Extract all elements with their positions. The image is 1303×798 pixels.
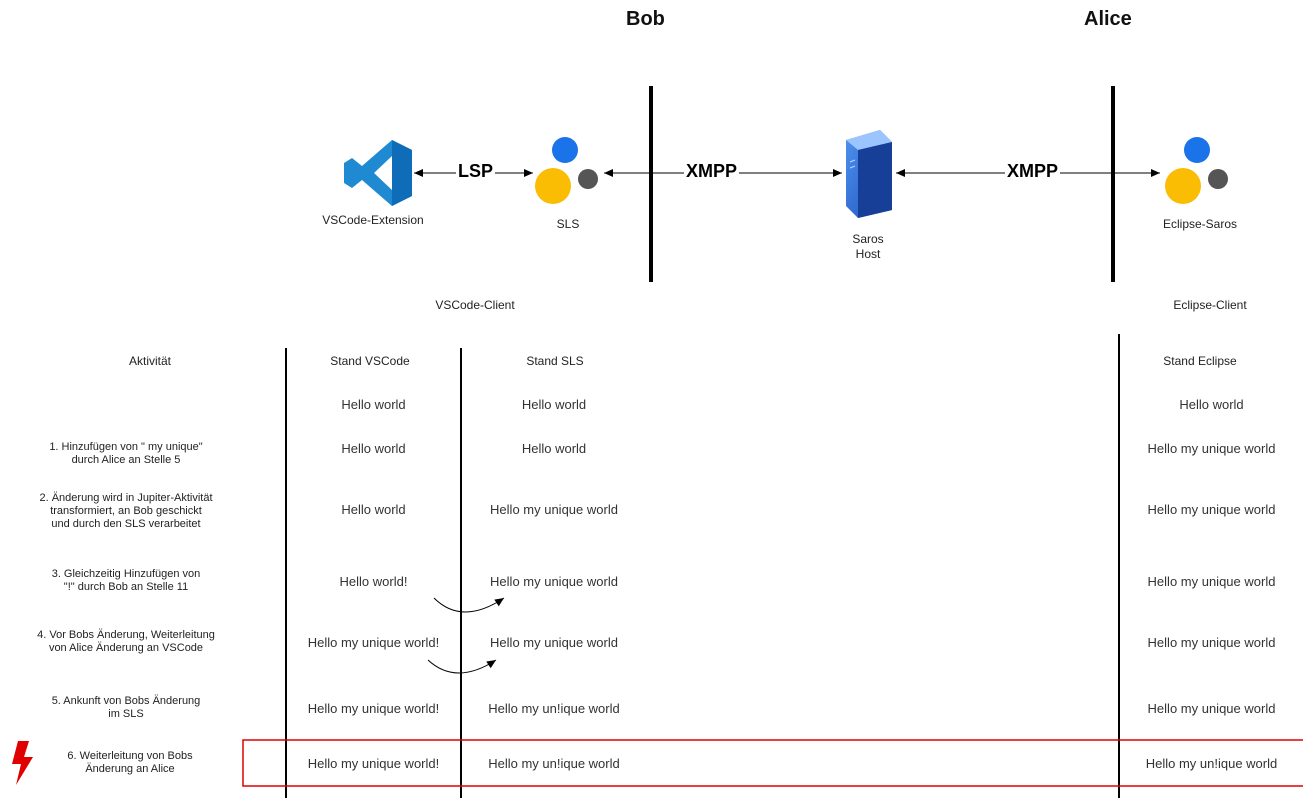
- row6-vscode: Hello my unique world!: [307, 756, 440, 771]
- row2-eclipse: Hello my unique world: [1147, 502, 1276, 517]
- highlight-row: [242, 739, 1303, 787]
- row1-activity-line1: 1. Hinzufügen von " my unique": [49, 441, 203, 453]
- row0-vscode: Hello world: [341, 397, 406, 412]
- row3-activity: 3. Gleichzeitig Hinzufügen von "!" durch…: [10, 568, 242, 594]
- row1-vscode: Hello world: [341, 441, 406, 456]
- row5-eclipse: Hello my unique world: [1147, 701, 1276, 716]
- row5-sls: Hello my un!ique world: [488, 701, 620, 716]
- row0-eclipse: Hello world: [1179, 397, 1244, 412]
- row3-eclipse: Hello my unique world: [1147, 574, 1276, 589]
- xmpp-right-label: XMPP: [1005, 161, 1061, 182]
- row0-sls: Hello world: [521, 397, 587, 412]
- row1-activity-line2: durch Alice an Stelle 5: [71, 454, 181, 466]
- row1-eclipse: Hello my unique world: [1147, 441, 1276, 456]
- row2-activity-line3: und durch den SLS verarbeitet: [51, 518, 201, 530]
- row4-eclipse: Hello my unique world: [1147, 635, 1276, 650]
- row6-activity-line2: Änderung an Alice: [85, 763, 175, 775]
- row5-activity-line2: im SLS: [108, 708, 144, 720]
- saros-host-label: Saros Host: [838, 232, 898, 262]
- header-vscode: Stand VSCode: [330, 354, 410, 368]
- row6-sls: Hello my un!ique world: [488, 756, 620, 771]
- vscode-logo-icon: [344, 140, 412, 206]
- xmpp-left-label: XMPP: [684, 161, 740, 182]
- row4-vscode: Hello my unique world!: [307, 635, 440, 650]
- bob-title: Bob: [626, 8, 665, 30]
- row1-sls: Hello world: [521, 441, 587, 456]
- row5-activity: 5. Ankunft von Bobs Änderung im SLS: [10, 695, 242, 721]
- row5-activity-line1: 5. Ankunft von Bobs Änderung: [51, 695, 201, 707]
- row3-vscode: Hello world!: [339, 574, 408, 589]
- alice-title: Alice: [1084, 8, 1132, 30]
- curve-arrow-row3: [433, 597, 505, 613]
- header-activity: Aktivität: [128, 354, 171, 368]
- row6-eclipse: Hello my un!ique world: [1145, 756, 1278, 771]
- row4-activity: 4. Vor Bobs Änderung, Weiterleitung von …: [10, 629, 242, 655]
- row2-vscode: Hello world: [341, 502, 406, 517]
- server-icon: [846, 130, 892, 218]
- row5-vscode: Hello my unique world!: [307, 701, 440, 716]
- vscode-extension-label: VSCode-Extension: [322, 213, 424, 227]
- row2-sls: Hello my unique world: [490, 502, 618, 517]
- header-eclipse: Stand Eclipse: [1163, 354, 1237, 368]
- row6-activity-line1: 6. Weiterleitung von Bobs: [67, 750, 193, 762]
- row6-activity: 6. Weiterleitung von Bobs Änderung an Al…: [14, 750, 246, 776]
- row2-activity-line1: 2. Änderung wird in Jupiter-Aktivität: [39, 492, 213, 504]
- row4-activity-line2: von Alice Änderung an VSCode: [48, 642, 204, 654]
- eclipse-saros-label: Eclipse-Saros: [1162, 217, 1238, 231]
- row3-activity-line2: "!" durch Bob an Stelle 11: [63, 581, 189, 593]
- saros-host-line2: Host: [855, 247, 881, 261]
- saros-host-line1: Saros: [852, 232, 884, 246]
- lsp-label: LSP: [456, 161, 496, 182]
- eclipse-client-label: Eclipse-Client: [1173, 298, 1247, 312]
- eclipse-dots-icon: [1165, 137, 1228, 204]
- row2-activity: 2. Änderung wird in Jupiter-Aktivität tr…: [10, 492, 242, 531]
- row4-activity-line1: 4. Vor Bobs Änderung, Weiterleitung: [37, 629, 215, 641]
- header-sls: Stand SLS: [526, 354, 584, 368]
- row1-activity: 1. Hinzufügen von " my unique" durch Ali…: [10, 441, 242, 467]
- sls-dots-icon: [535, 137, 598, 204]
- curve-arrow-row4: [427, 659, 497, 674]
- lightning-bolt-icon: [12, 741, 33, 785]
- sls-label: SLS: [556, 217, 580, 231]
- vscode-client-label: VSCode-Client: [435, 298, 515, 312]
- row3-sls: Hello my unique world: [490, 574, 618, 589]
- row4-sls: Hello my unique world: [490, 635, 618, 650]
- row3-activity-line1: 3. Gleichzeitig Hinzufügen von: [51, 568, 201, 580]
- row2-activity-line2: transformiert, an Bob geschickt: [50, 505, 202, 517]
